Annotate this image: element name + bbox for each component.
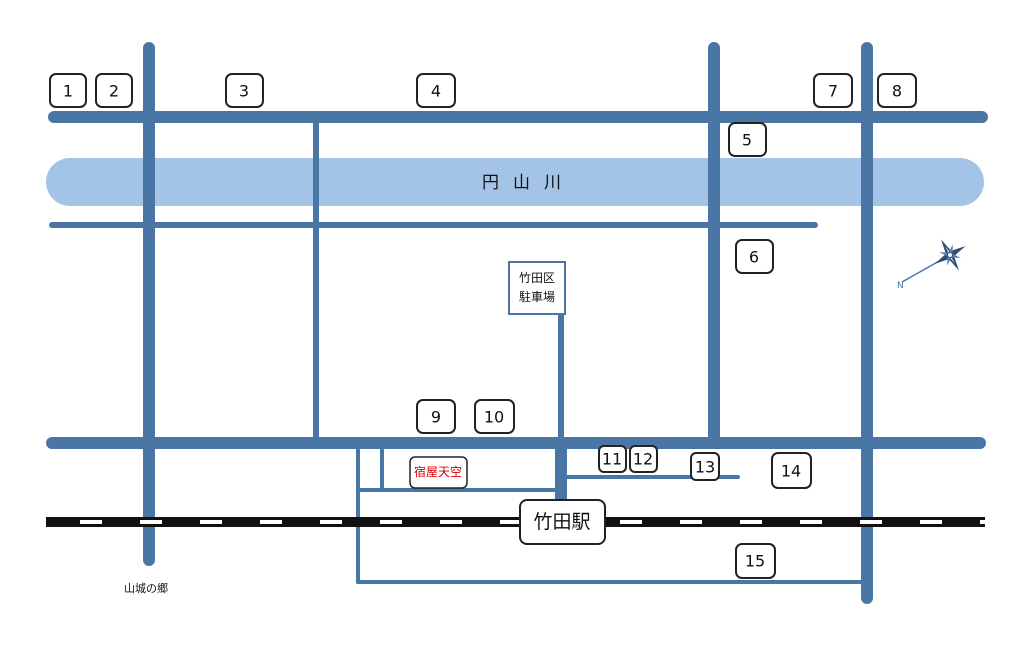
inn-sign[interactable]: 宿屋天空 xyxy=(409,456,468,489)
marker-6[interactable]: 6 xyxy=(735,239,774,274)
marker-10-label: 10 xyxy=(484,408,504,427)
marker-13[interactable]: 13 xyxy=(690,452,720,481)
marker-1[interactable]: 1 xyxy=(49,73,87,108)
place-label: 山城の郷 xyxy=(124,581,168,595)
parking-box xyxy=(508,261,566,315)
marker-15[interactable]: 15 xyxy=(735,543,776,579)
marker-12[interactable]: 12 xyxy=(629,445,658,473)
marker-2[interactable]: 2 xyxy=(95,73,133,108)
river-band xyxy=(46,158,984,206)
river-label: 円山川 xyxy=(482,173,575,193)
marker-4-label: 4 xyxy=(431,82,441,101)
station-box xyxy=(519,499,606,545)
station-label: 竹田駅 xyxy=(533,511,590,533)
compass-north-label: N xyxy=(897,281,904,291)
marker-11-label: 11 xyxy=(602,450,622,469)
parking-label-line1: 竹田区 xyxy=(519,271,555,285)
marker-9-label: 9 xyxy=(431,408,441,427)
marker-5[interactable]: 5 xyxy=(728,122,767,157)
marker-9[interactable]: 9 xyxy=(416,399,456,434)
parking-label-line2: 駐車場 xyxy=(519,289,555,304)
marker-14-label: 14 xyxy=(781,462,801,481)
station-sign[interactable]: 竹田駅 xyxy=(519,499,606,545)
marker-2-label: 2 xyxy=(109,82,119,101)
marker-4[interactable]: 4 xyxy=(416,73,456,108)
marker-13-label: 13 xyxy=(695,458,715,477)
marker-12-label: 12 xyxy=(633,450,653,469)
compass-rose-icon: N xyxy=(897,239,966,291)
marker-6-label: 6 xyxy=(749,248,759,267)
marker-11[interactable]: 11 xyxy=(598,445,627,473)
marker-7-label: 7 xyxy=(828,82,838,101)
marker-8[interactable]: 8 xyxy=(877,73,917,108)
marker-3[interactable]: 3 xyxy=(225,73,264,108)
marker-7[interactable]: 7 xyxy=(813,73,853,108)
marker-14[interactable]: 14 xyxy=(771,452,812,489)
marker-3-label: 3 xyxy=(239,82,249,101)
inn-box xyxy=(409,456,468,489)
inn-label: 宿屋天空 xyxy=(414,464,462,479)
marker-10[interactable]: 10 xyxy=(474,399,515,434)
parking-sign: 竹田区 駐車場 xyxy=(508,261,566,315)
marker-8-label: 8 xyxy=(892,82,902,101)
marker-5-label: 5 xyxy=(742,131,752,150)
marker-15-label: 15 xyxy=(745,552,765,571)
marker-1-label: 1 xyxy=(63,82,73,101)
roads xyxy=(46,42,988,604)
